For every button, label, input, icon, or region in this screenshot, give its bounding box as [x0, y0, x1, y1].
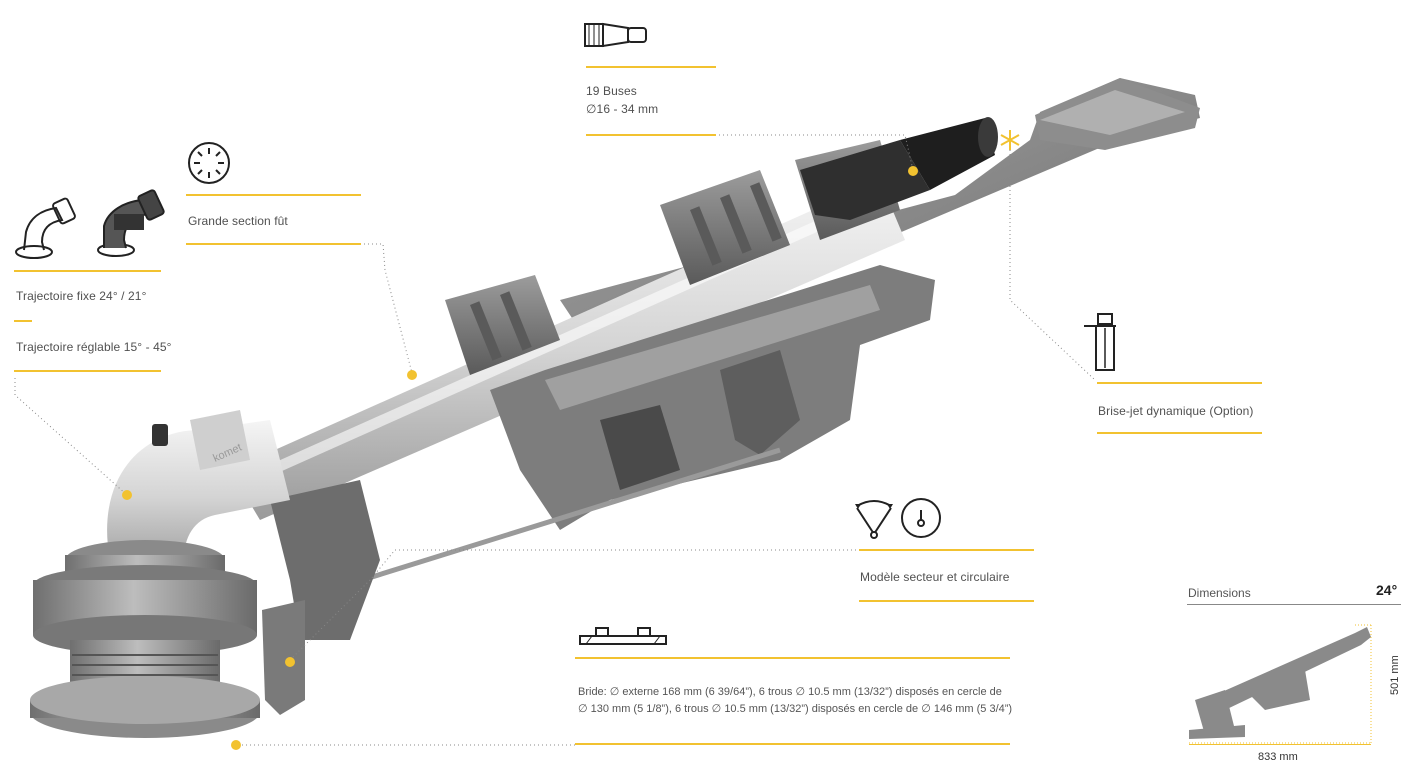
flange-desc-line1: Bride: ∅ externe 168 mm (6 39/64”), 6 tr… — [578, 686, 1002, 698]
dimensions-length: 833 mm — [1258, 751, 1298, 763]
barrel-rule-top — [186, 194, 361, 196]
nozzle-icon — [584, 22, 647, 48]
trajectory-fixed: Trajectoire fixe 24° / 21° — [16, 289, 147, 303]
trajectory-rule-top — [14, 270, 161, 272]
trajectory-adjustable: Trajectoire réglable 15° - 45° — [16, 340, 172, 354]
trajectory-rule-short — [14, 320, 32, 322]
lever-arm — [262, 480, 380, 715]
sector-rule-bottom — [859, 600, 1034, 602]
jet-breaker-rule-bottom — [1097, 432, 1262, 434]
dimensions-title: Dimensions — [1188, 586, 1251, 600]
dimensions-height-text: 501 mm — [1389, 655, 1401, 695]
jet-breaker-rule-top — [1097, 382, 1262, 384]
dimensions-diagram — [1189, 624, 1372, 745]
elbow: komet — [107, 410, 291, 575]
nozzle-count: 19 Buses — [586, 84, 637, 98]
nozzle-size: ∅16 - 34 mm — [586, 102, 659, 116]
sector-label: Modèle secteur et circulaire — [860, 570, 1010, 584]
dimensions-height: 501 mm — [1389, 655, 1409, 695]
base-flange — [30, 540, 260, 738]
nozzle-rule-bottom — [586, 134, 716, 136]
leader-lines — [14, 134, 1096, 746]
dimensions-angle: 24° — [1376, 582, 1398, 598]
barrel-label: Grande section fût — [188, 214, 288, 228]
nozzle-rule-top — [586, 66, 716, 68]
nozzle-part — [800, 117, 998, 220]
jet-breaker-label: Brise-jet dynamique (Option) — [1098, 404, 1254, 418]
barrel-rule-bottom — [186, 243, 361, 245]
circular-icon — [901, 498, 941, 538]
trajectory-rule-bottom — [14, 370, 161, 372]
side-frame — [490, 265, 935, 530]
sector-rule-top — [859, 549, 1034, 551]
flange-rule-top — [575, 657, 1010, 659]
dimensions-divider — [1187, 604, 1401, 605]
flange-desc-line2: ∅ 130 mm (5 1/8”), 6 trous ∅ 10.5 mm (13… — [578, 703, 1013, 715]
flange-rule-bottom — [575, 743, 1010, 745]
barrel-section-icon — [188, 142, 230, 184]
sector-icon — [855, 500, 893, 539]
asterisk-icon — [1000, 130, 1020, 150]
callout-dots — [122, 166, 918, 750]
elbow-adjustable-icon — [97, 189, 165, 257]
flange-icon — [579, 627, 667, 645]
jet-breaker-icon — [1084, 313, 1116, 371]
elbow-fixed-icon — [15, 197, 76, 259]
